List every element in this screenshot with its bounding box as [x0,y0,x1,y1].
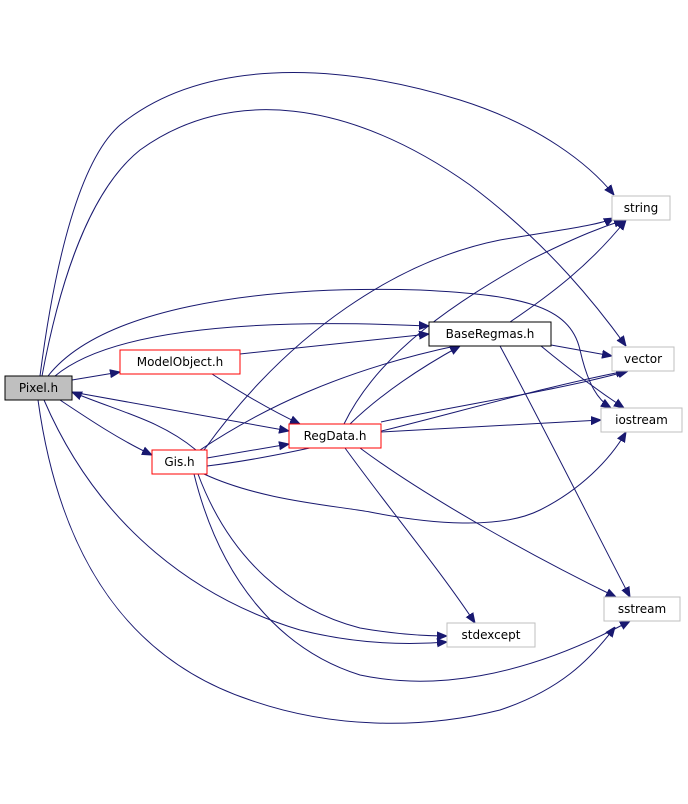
node-modelobject[interactable]: ModelObject.h [119,349,241,375]
node-box-regdata [288,423,382,449]
node-sstream[interactable]: sstream [603,596,681,622]
edge-regdata-to-baseregmas [349,346,460,425]
edge-pixel-to-stdexcept [43,399,447,644]
edge-gis-to-baseregmas [199,345,460,451]
edge-gis-to-vector [206,371,626,467]
edge-pixel-to-iostream [47,288,611,408]
edge-gis-to-regdata [206,444,289,459]
node-label-gis: Gis.h [164,455,194,469]
edge-gis-to-string [203,218,614,451]
node-label-sstream: sstream [618,602,666,616]
edge-baseregmas-to-string [509,220,626,323]
edge-baseregmas-to-vector [550,344,612,356]
node-vector[interactable]: vector [611,346,675,372]
node-box-sstream [603,596,681,622]
edge-baseregmas-to-iostream [540,345,624,408]
edge-regdata-to-vector [380,371,628,423]
node-label-pixel: Pixel.h [19,381,58,395]
edge-pixel-to-regdata [71,391,289,431]
node-baseregmas[interactable]: BaseRegmas.h [428,321,552,347]
node-box-stdexcept [446,622,536,648]
edge-pixel-to-baseregmas [54,324,429,377]
node-box-iostream [600,407,683,433]
node-label-vector: vector [624,352,662,366]
node-box-baseregmas [428,321,552,347]
edges [37,72,630,724]
edge-regdata-to-iostream [380,420,601,433]
node-box-pixel [4,375,73,401]
node-box-string [611,195,671,221]
edge-pixel-to-gis [59,399,152,455]
edge-pixel-to-modelobject [71,372,120,381]
node-box-gis [151,449,208,475]
edge-pixel-to-vector [41,109,626,377]
edge-baseregmas-to-sstream [499,345,630,597]
edge-modelobject-to-regdata [211,373,300,424]
edge-gis-to-sstream [193,473,630,682]
node-gis[interactable]: Gis.h [151,449,208,475]
node-label-modelobject: ModelObject.h [137,355,224,369]
node-label-iostream: iostream [615,413,668,427]
edge-modelobject-to-baseregmas [239,334,429,355]
edge-regdata-to-stdexcept [344,447,475,623]
edge-regdata-to-string [343,220,624,425]
node-box-modelobject [119,349,241,375]
node-label-stdexcept: stdexcept [462,628,521,642]
node-string[interactable]: string [611,195,671,221]
node-pixel[interactable]: Pixel.h [4,375,73,401]
node-stdexcept[interactable]: stdexcept [446,622,536,648]
node-label-regdata: RegData.h [304,429,367,443]
node-iostream[interactable]: iostream [600,407,683,433]
edge-gis-to-iostream [203,432,626,524]
edge-regdata-to-sstream [359,447,616,597]
edge-gis-to-stdexcept [197,473,447,636]
edge-pixel-to-string [39,72,614,377]
edge-gis-to-pixel [72,392,197,451]
node-label-baseregmas: BaseRegmas.h [446,327,535,341]
node-box-vector [611,346,675,372]
edge-pixel-to-sstream [37,399,615,724]
node-regdata[interactable]: RegData.h [288,423,382,449]
node-label-string: string [624,201,658,215]
